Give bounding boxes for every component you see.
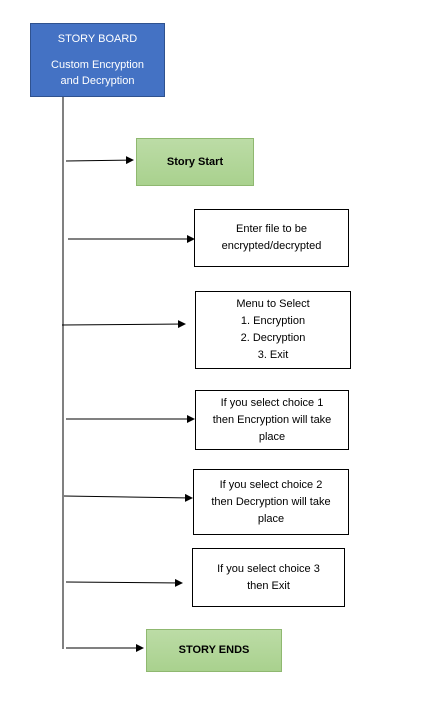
story-ends-label: STORY ENDS [178, 644, 250, 656]
menu-option-decryption: 2. Decryption [240, 332, 306, 344]
arrow-to-story-start [65, 156, 134, 165]
choice2-line1: If you select choice 2 [219, 478, 323, 491]
storyboard-subtitle-line2: and Decryption [60, 75, 135, 87]
menu-option-encryption: 1. Encryption [240, 315, 306, 327]
story-ends-box: STORY ENDS [146, 629, 282, 672]
choice1-line1: If you select choice 1 [220, 396, 324, 409]
choice3-line2: then Exit [247, 579, 290, 592]
choice2-box: If you select choice 2 then Decryption w… [193, 469, 349, 535]
arrow-to-choice3 [65, 578, 183, 587]
enter-file-line2: encrypted/decrypted [221, 240, 322, 252]
choice2-line2: then Decryption will take [211, 495, 331, 508]
enter-file-box: Enter file to be encrypted/decrypted [194, 209, 349, 267]
story-start-box: Story Start [136, 138, 254, 186]
menu-heading: Menu to Select [236, 298, 310, 310]
choice1-line2: then Encryption will take [212, 413, 332, 426]
storyboard-subtitle-line1: Custom Encryption [51, 59, 144, 71]
arrow-to-menu [61, 320, 186, 329]
choice3-box: If you select choice 3 then Exit [192, 548, 345, 607]
arrow-to-choice2 [63, 493, 193, 502]
menu-box: Menu to Select 1. Encryption 2. Decrypti… [195, 291, 351, 369]
choice3-line1: If you select choice 3 [217, 562, 320, 575]
choice2-line3: place [257, 512, 285, 525]
storyboard-title: STORY BOARD [57, 33, 138, 45]
choice1-box: If you select choice 1 then Encryption w… [195, 390, 349, 450]
menu-option-exit: 3. Exit [257, 349, 289, 361]
story-start-label: Story Start [166, 155, 224, 168]
enter-file-line1: Enter file to be [236, 223, 307, 235]
choice1-line3: place [258, 430, 286, 443]
storyboard-title-box: STORY BOARD Custom Encryption and Decryp… [30, 23, 165, 97]
